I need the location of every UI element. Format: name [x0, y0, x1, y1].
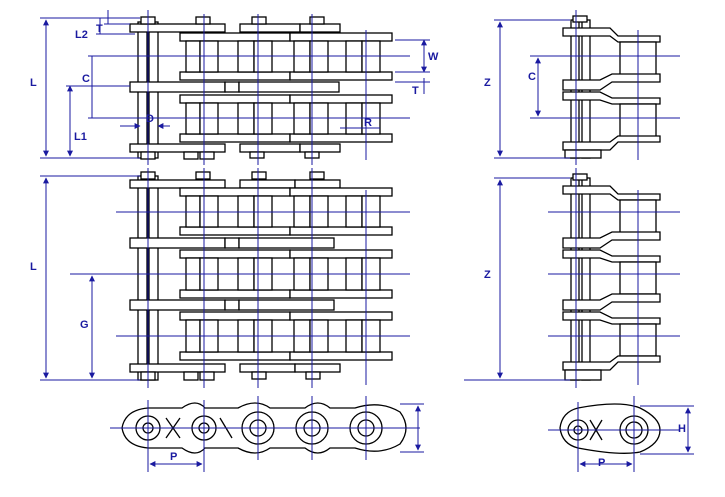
label-w: W [428, 51, 439, 63]
dimension-lines [40, 10, 694, 472]
label-l2: L2 [75, 29, 88, 41]
triplex-chain-side-view [562, 173, 661, 381]
label-d: D [146, 113, 154, 125]
label-h: H [678, 423, 686, 435]
label-z-upper: Z [484, 77, 491, 89]
label-l-lower: L [30, 261, 37, 273]
connecting-link-side-view [559, 403, 661, 454]
label-r: R [364, 117, 372, 129]
label-p-left: P [170, 451, 177, 463]
label-l1: L1 [74, 131, 87, 143]
label-c-upper: C [82, 73, 90, 85]
triplex-chain-top-view [129, 171, 393, 381]
dimension-labels: L2 T L C L1 D W T R Z C L G Z P P H [30, 23, 686, 469]
label-t-top: T [96, 23, 103, 35]
label-p-right: P [598, 457, 605, 469]
duplex-chain-side-view [562, 15, 661, 159]
label-l-upper: L [30, 77, 37, 89]
label-z-lower: Z [484, 269, 491, 281]
label-c-right: C [528, 71, 536, 83]
label-g: G [80, 319, 89, 331]
label-t-mid: T [412, 85, 419, 97]
duplex-chain-top-view [129, 16, 393, 160]
